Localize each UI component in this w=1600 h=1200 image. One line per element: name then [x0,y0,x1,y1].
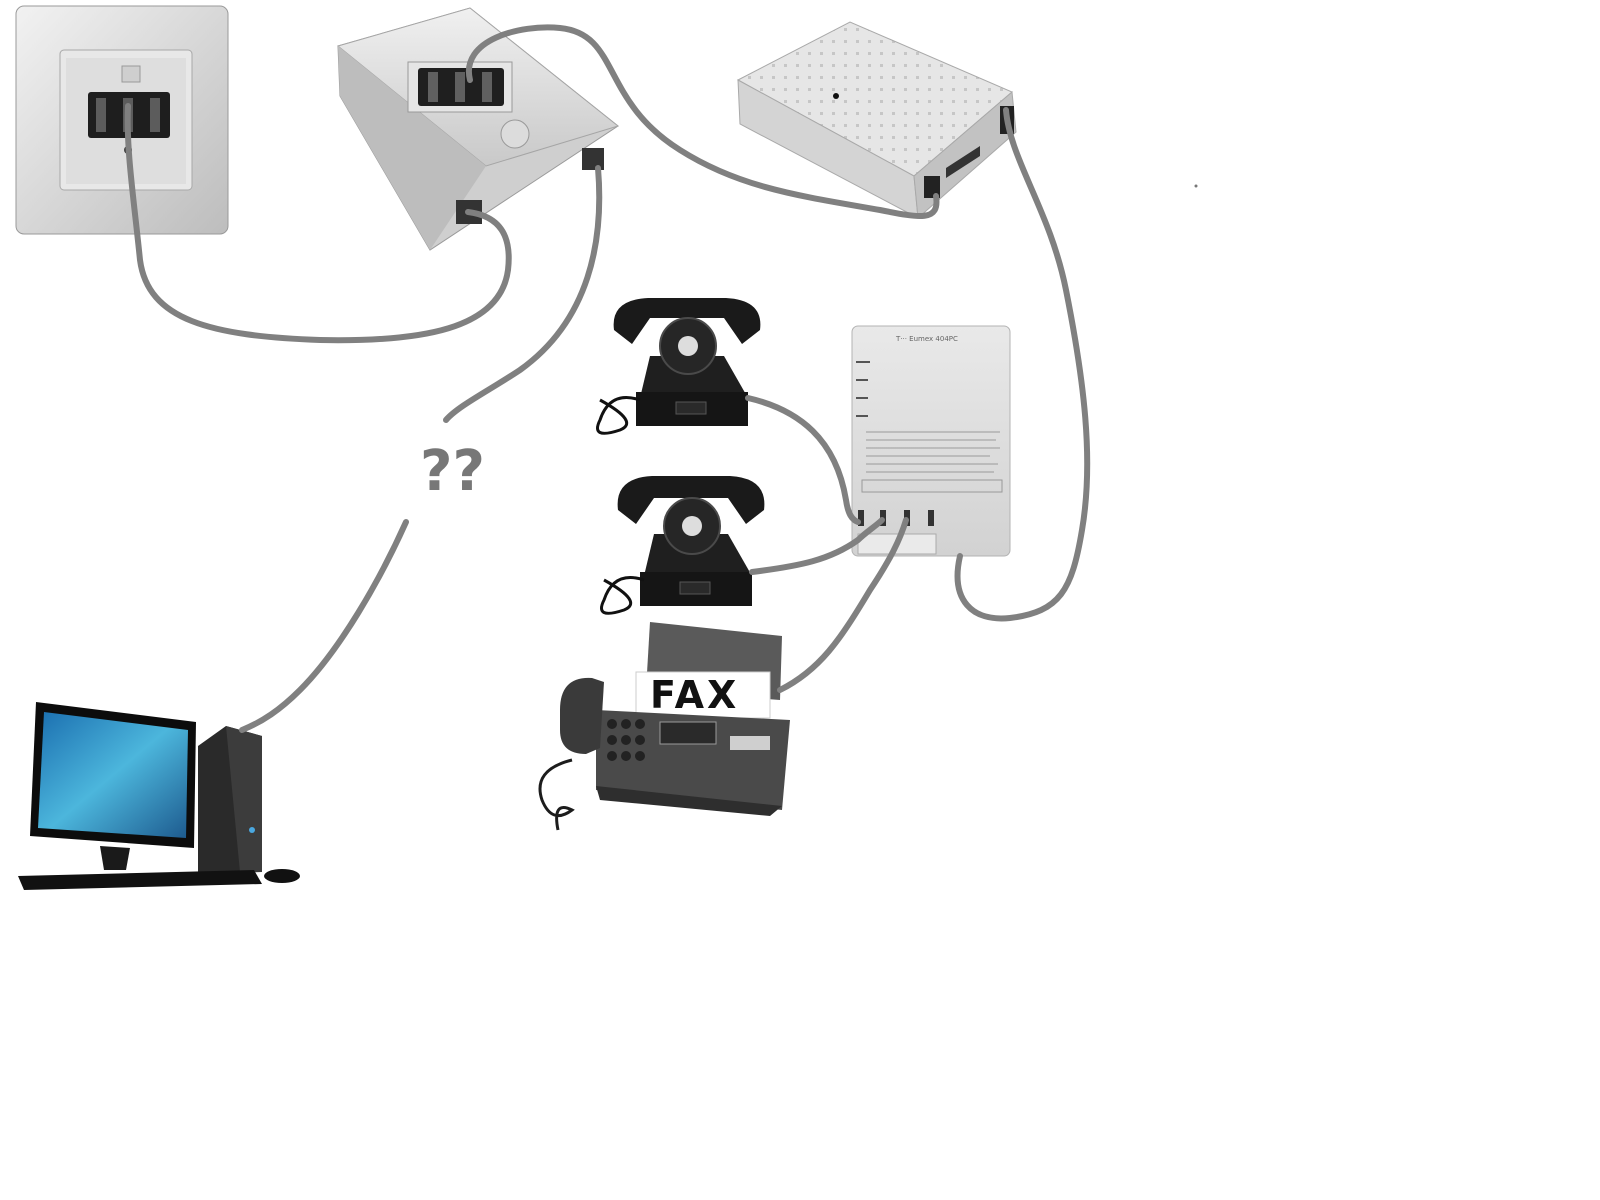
wall-socket-icon [15,5,229,235]
desktop-computer-icon [18,702,300,890]
cable-splitter-to-computer-lower [239,519,409,733]
cable-modem-to-pbx [954,107,1091,622]
splitter-box-icon [336,7,620,251]
cable-fax-to-pbx [777,517,909,693]
pbx-brand-label: T··· Eumex 404PC [895,335,958,343]
rotary-telephone-icon [596,298,761,435]
cable-phone2-to-pbx [749,517,885,575]
rotary-telephone-icon [600,476,765,615]
cable-phone1-to-pbx [745,395,861,525]
unknown-connection-label: ?? [420,439,485,504]
fax-machine-icon: FAX [538,622,790,831]
modem-box-icon [736,21,1017,220]
fax-label: FAX [650,673,739,717]
cable-socket-to-splitter [124,103,512,344]
stray-dot [1194,184,1198,188]
pbx-telephone-system-icon: T··· Eumex 404PC [851,325,1011,557]
cable-splitter-to-modem [465,24,940,220]
cable-splitter-to-computer [443,165,603,423]
